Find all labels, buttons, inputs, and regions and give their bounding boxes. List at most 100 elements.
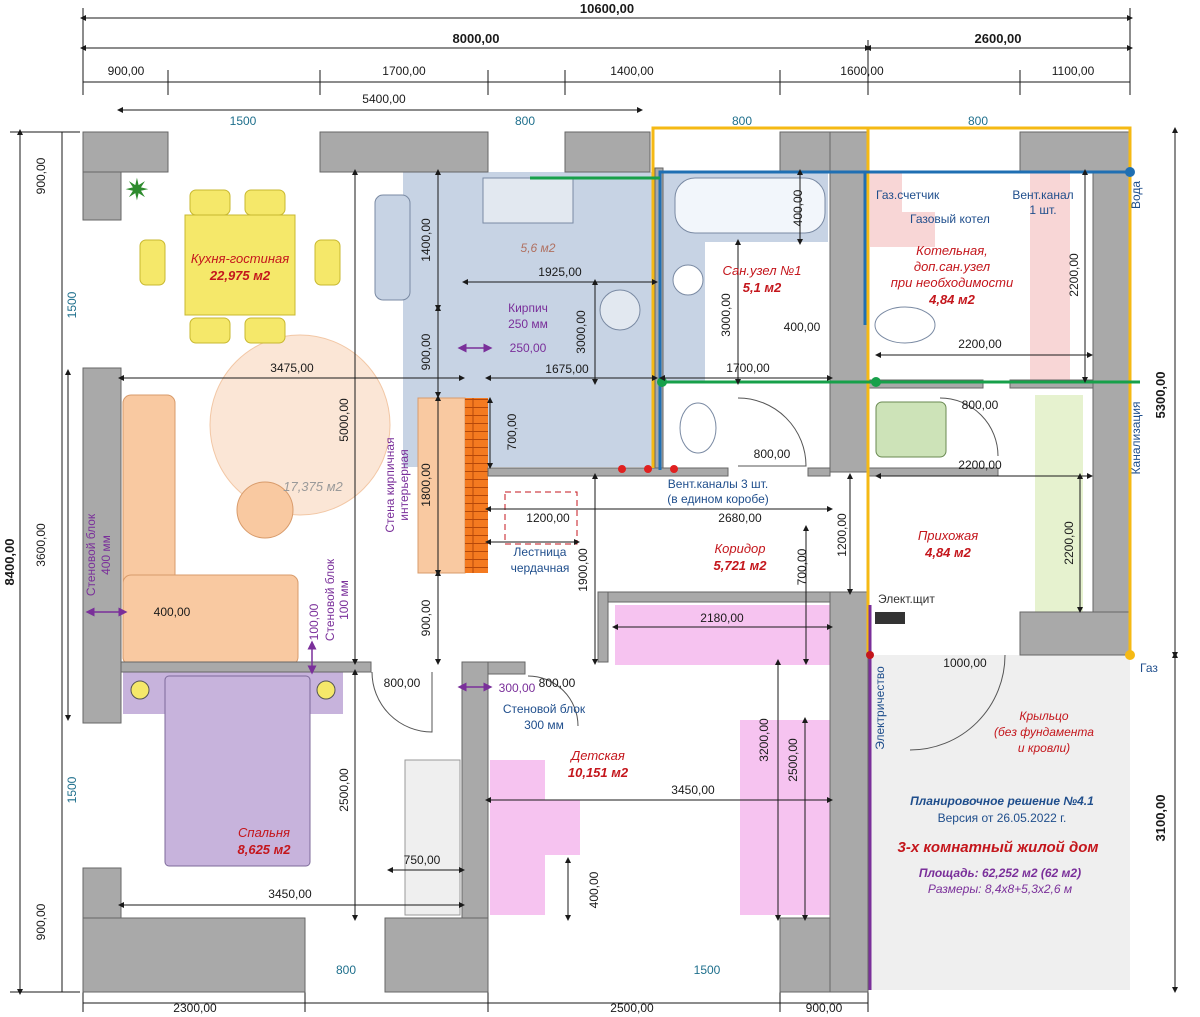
window-left-2: 1500 <box>65 776 79 803</box>
window-top-1: 1500 <box>230 114 257 128</box>
dim-1900: 1900,00 <box>576 548 590 592</box>
dim-400-d: 400,00 <box>587 871 601 908</box>
dim-2180: 2180,00 <box>700 611 744 625</box>
window-left-1: 1500 <box>65 291 79 318</box>
dim-3000-a: 3000,00 <box>574 310 588 354</box>
label-vent3-2: (в едином коробе) <box>667 492 769 506</box>
toilet-2-icon <box>874 306 936 344</box>
info-plan: Планировочное решение №4.1 <box>910 794 1094 808</box>
room-kids-area: 10,151 м2 <box>568 765 629 780</box>
dim-top-2: 1700,00 <box>382 64 426 78</box>
gas-meter-box <box>870 172 902 212</box>
dim-400-b: 400,00 <box>784 320 821 334</box>
armchair-icon <box>875 401 947 458</box>
room-corridor-area: 5,721 м2 <box>714 558 768 573</box>
dim-main-width: 8000,00 <box>453 31 500 46</box>
brick-wall <box>465 398 488 573</box>
label-porch-2: (без фундамента <box>994 725 1094 739</box>
room-living-area: 17,375 м2 <box>283 479 343 494</box>
dim-1200-b: 1200,00 <box>835 513 849 557</box>
gas-inlet-icon <box>1125 650 1135 660</box>
dim-2200-b: 2200,00 <box>958 337 1002 351</box>
electric-node-icon <box>866 651 874 659</box>
kitchen-sink-icon <box>482 177 574 224</box>
label-vent3-1: Вент.каналы 3 шт. <box>668 477 768 491</box>
water-line <box>658 170 1130 470</box>
dim-top-3: 1400,00 <box>610 64 654 78</box>
kids-desk <box>490 760 545 915</box>
dim-300: 300,00 <box>499 681 536 695</box>
dim-800-a: 800,00 <box>962 398 999 412</box>
dim-bottom-1: 2300,00 <box>173 1001 217 1015</box>
dim-1675: 1675,00 <box>545 362 589 376</box>
label-block300-1: Стеновой блок <box>503 702 586 716</box>
dim-3450-b: 3450,00 <box>268 887 312 901</box>
label-block100-2: 100 мм <box>337 580 351 620</box>
vent-2-icon <box>644 465 652 473</box>
label-block400-2: 400 мм <box>99 535 113 575</box>
dim-3600: 3600,00 <box>34 523 48 567</box>
window-bottom-1: 800 <box>336 963 356 977</box>
dim-2500-a: 2500,00 <box>337 768 351 812</box>
room-boiler-name-3: при необходимости <box>891 275 1013 290</box>
dim-top-4: 1600,00 <box>840 64 884 78</box>
bath-cabinet <box>663 242 705 382</box>
dim-ext-width: 2600,00 <box>975 31 1022 46</box>
sewer-node-2-icon <box>871 377 881 387</box>
room-boiler-name-1: Котельная, <box>916 243 988 258</box>
info-version: Версия от 26.05.2022 г. <box>938 811 1067 825</box>
dim-left-2: 3600,00 <box>34 523 48 567</box>
coffee-table <box>236 481 294 539</box>
info-size: Размеры: 8,4х8+5,3х2,6 м <box>928 882 1072 896</box>
room-boiler-area: 4,84 м2 <box>928 292 976 307</box>
label-electric-panel: Элект.щит <box>878 592 935 606</box>
label-block100-1: Стеновой блок <box>323 558 337 641</box>
dim-3475: 3475,00 <box>270 361 314 375</box>
porch-area <box>868 655 1130 990</box>
kids-bed <box>740 720 830 915</box>
dim-700-a: 700,00 <box>505 413 519 450</box>
hall-wardrobe <box>1035 395 1083 615</box>
dim-400-a: 400,00 <box>791 189 805 226</box>
stove-icon <box>599 289 641 331</box>
dim-1700: 1700,00 <box>726 361 770 375</box>
window-top-3: 800 <box>732 114 752 128</box>
kids-chair <box>545 800 580 855</box>
dim-250: 250,00 <box>510 341 547 355</box>
dim-left-1: 900,00 <box>34 157 48 194</box>
dim-1925: 1925,00 <box>538 265 582 279</box>
room-bedroom-area: 8,625 м2 <box>238 842 292 857</box>
gas-boiler-box <box>870 212 935 247</box>
washbasin-icon <box>672 264 704 296</box>
label-block400-1: Стеновой блок <box>84 513 98 596</box>
dim-bottom-3: 900,00 <box>806 1001 843 1015</box>
dim-1200-a: 1200,00 <box>526 511 570 525</box>
label-electricity: Электричество <box>873 666 887 750</box>
room-bath1-area: 5,1 м2 <box>743 280 782 295</box>
label-gas-meter: Газ.счетчик <box>876 188 940 202</box>
dim-2680: 2680,00 <box>718 511 762 525</box>
room-boiler-name-2: доп.сан.узел <box>914 259 991 274</box>
dim-900-a: 900,00 <box>419 333 433 370</box>
dim-3000-b: 3000,00 <box>719 293 733 337</box>
room-kids-name: Детская <box>569 748 625 763</box>
label-stair-2: чердачная <box>511 561 570 575</box>
dim-bottom-2: 2500,00 <box>610 1001 654 1015</box>
info-area: Площадь: 62,252 м2 (62 м2) <box>919 866 1081 880</box>
label-gas: Газ <box>1140 661 1158 675</box>
label-brick-wall-1: Стена кирпичная <box>383 437 397 532</box>
vent-shaft <box>1030 145 1070 385</box>
purple-dimension-lines <box>85 343 493 692</box>
room-kitchen-area: 22,975 м2 <box>209 268 271 283</box>
dim-porch-height: 3100,00 <box>1153 795 1168 842</box>
walls <box>82 131 1131 993</box>
plant-icon: ✷ <box>124 174 149 207</box>
bathtub-icon <box>674 177 826 234</box>
lamp-right-icon <box>316 680 336 700</box>
label-vent-single-1: Вент.канал <box>1012 188 1073 202</box>
label-brick-2: 250 мм <box>508 317 548 331</box>
dim-700-b: 700,00 <box>795 548 809 585</box>
dim-400-c: 400,00 <box>154 605 191 619</box>
room-hall-area: 4,84 м2 <box>924 545 972 560</box>
